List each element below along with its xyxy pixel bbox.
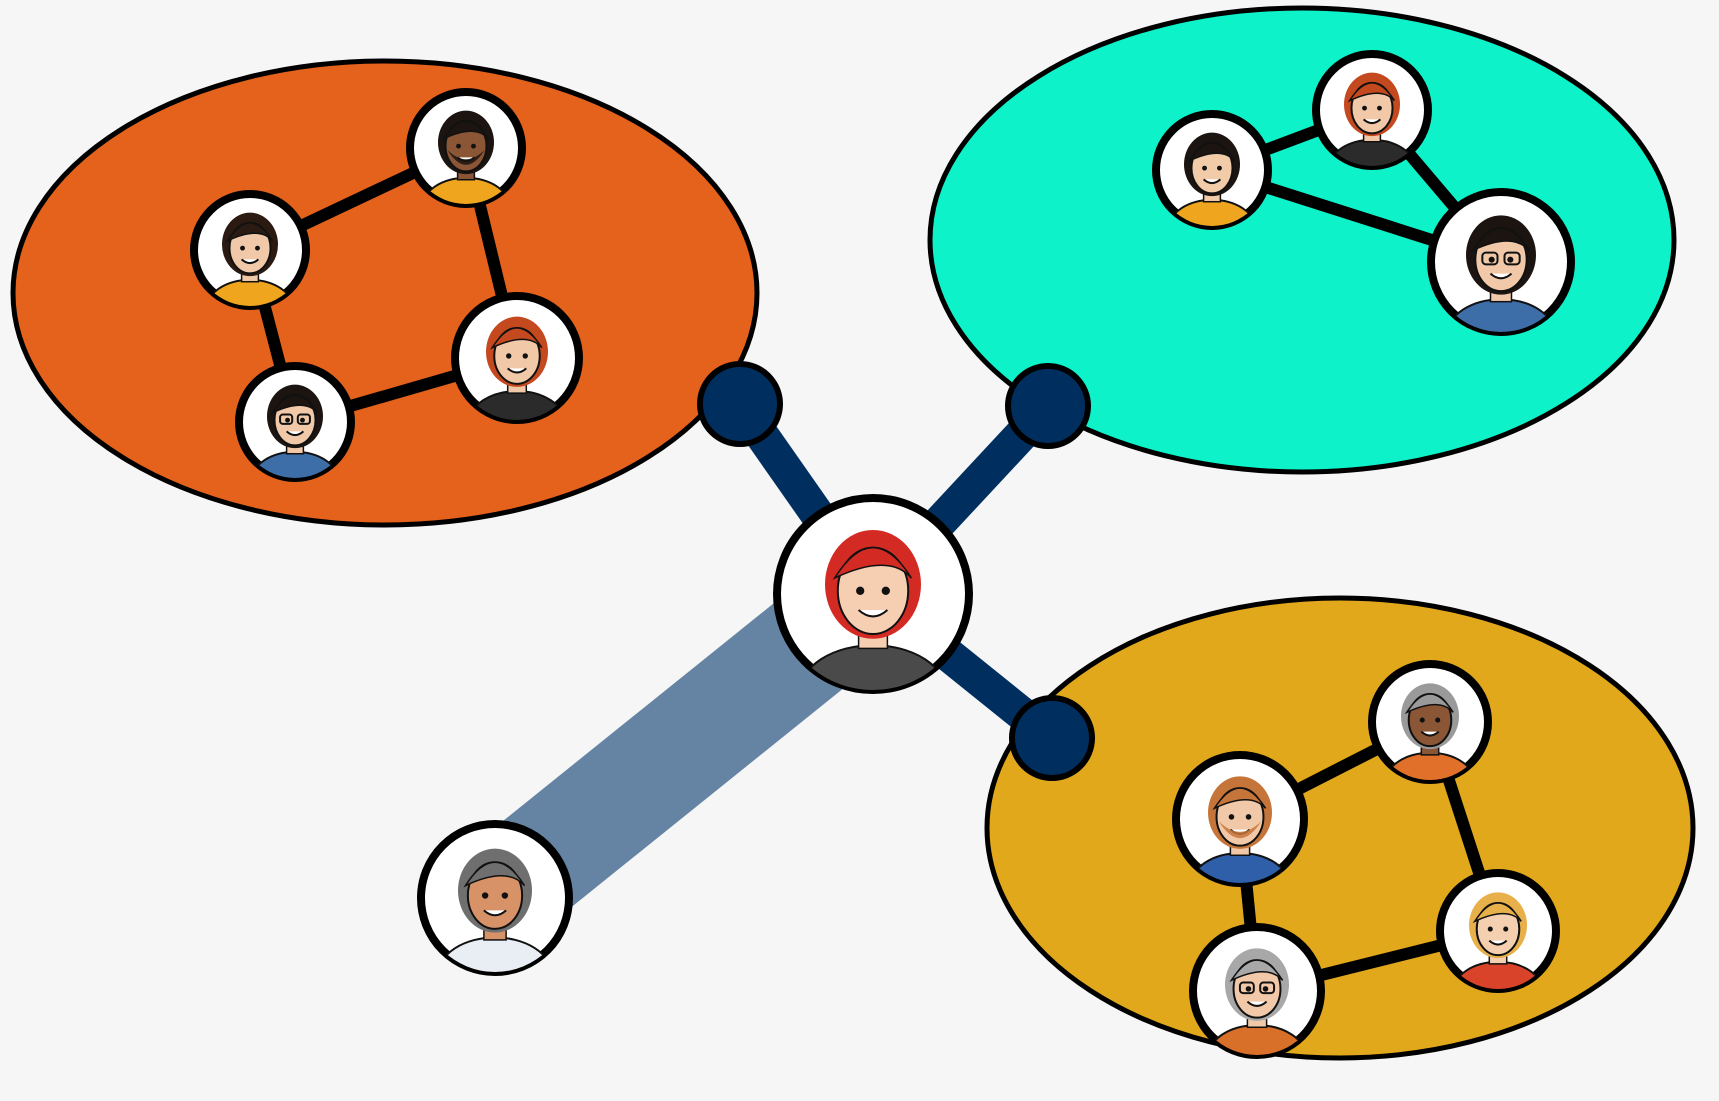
avatar-eye (1419, 717, 1425, 723)
avatar-smile (1420, 730, 1440, 737)
avatar-eye (856, 586, 865, 595)
avatar-smile (857, 609, 889, 618)
avatar-portrait (422, 110, 510, 204)
avatar-eye (506, 353, 512, 359)
avatar-portrait (437, 848, 553, 972)
avatar-eye (300, 417, 305, 423)
avatar-eye (481, 892, 489, 899)
avatar-smile (1489, 272, 1513, 280)
blonde-woman-avatar (1436, 869, 1560, 993)
avatar-eye (456, 143, 461, 149)
avatar-eye (1217, 165, 1222, 171)
avatar-hairline (1212, 787, 1267, 811)
avatar-smile (507, 367, 527, 374)
avatar-eye (1487, 926, 1493, 932)
avatar-hairline (225, 222, 274, 243)
avatar-hairline (1470, 227, 1530, 253)
avatar-eye (1202, 165, 1207, 171)
avatar-eye (1228, 814, 1235, 820)
avatar-hairline (441, 120, 490, 141)
avatar-eye (1362, 105, 1367, 111)
avatar-smile (285, 430, 305, 437)
avatar-hairline (270, 394, 319, 415)
avatar-eye (1245, 986, 1252, 992)
avatar-smile (1488, 939, 1508, 946)
avatar-eye (1488, 256, 1495, 263)
avatar-hairline (490, 327, 543, 350)
glasses-icon (1503, 251, 1521, 266)
avatar-portrait (1168, 132, 1256, 226)
avatar-smile (240, 258, 260, 265)
avatar-portrait (1328, 72, 1416, 166)
avatar-eye (501, 892, 509, 899)
avatar-hairline (1472, 902, 1522, 924)
avatar-portrait (1384, 683, 1476, 780)
avatar-hairline (1347, 82, 1396, 103)
avatar-smile (1246, 1000, 1268, 1007)
hub-node-orange[interactable] (697, 361, 783, 447)
glasses-icon (1259, 981, 1276, 995)
woman-red-hair-avatar (451, 292, 583, 424)
avatar-portrait (1446, 215, 1556, 332)
avatar-eye (285, 417, 290, 423)
man-glasses-avatar (235, 362, 355, 482)
avatar-eye (522, 353, 528, 359)
older-woman-gray-hair-avatar (1368, 660, 1492, 784)
hub-node-gold[interactable] (1009, 695, 1095, 781)
avatar-smile (483, 909, 507, 917)
avatar-smile (1362, 118, 1382, 125)
avatar-eye (1507, 256, 1514, 263)
avatar-eye (255, 245, 260, 251)
beard-icon (1218, 821, 1262, 839)
woman-long-dark-hair-avatar (190, 190, 310, 310)
group-gold-ellipse (984, 595, 1696, 1061)
avatar-portrait (251, 384, 339, 478)
avatar-eye (471, 143, 476, 149)
bearded-man-avatar (406, 88, 526, 208)
hub-node-teal[interactable] (1005, 363, 1091, 449)
avatar-portrait (798, 530, 948, 690)
beard-icon (447, 149, 485, 165)
avatar-hairline (832, 546, 913, 580)
avatar-portrait (206, 212, 294, 306)
avatar-smile (1202, 178, 1222, 185)
avatar-hairline (1187, 142, 1236, 163)
group-teal-ellipse (927, 5, 1677, 475)
avatar-eye (1435, 717, 1441, 723)
avatar-hairline (1229, 959, 1284, 983)
avatar-hairline (463, 861, 526, 888)
avatar-eye (1503, 926, 1509, 932)
bearded-man-avatar (1172, 751, 1308, 887)
gray-haired-man-avatar (417, 820, 573, 976)
man-glasses-avatar (1427, 188, 1575, 336)
avatar-eye (240, 245, 245, 251)
woman-dark-hair-avatar (1152, 110, 1272, 230)
avatar-portrait (1452, 892, 1544, 989)
red-haired-woman-avatar (773, 494, 973, 694)
avatar-eye (881, 586, 890, 595)
avatar-eye (1377, 105, 1382, 111)
woman-red-hair-avatar (1312, 50, 1432, 170)
avatar-eye (1262, 986, 1269, 992)
glasses-icon (279, 413, 294, 425)
avatar-portrait (1206, 948, 1308, 1055)
glasses-icon (1481, 251, 1499, 266)
avatar-eye (1245, 814, 1252, 820)
avatar-portrait (1189, 776, 1291, 883)
glasses-icon (296, 413, 311, 425)
group-orange-ellipse (10, 58, 760, 528)
avatar-hairline (1404, 693, 1454, 715)
glasses-icon (1238, 981, 1255, 995)
avatar-portrait (468, 316, 566, 420)
older-woman-glasses-avatar (1189, 923, 1325, 1059)
